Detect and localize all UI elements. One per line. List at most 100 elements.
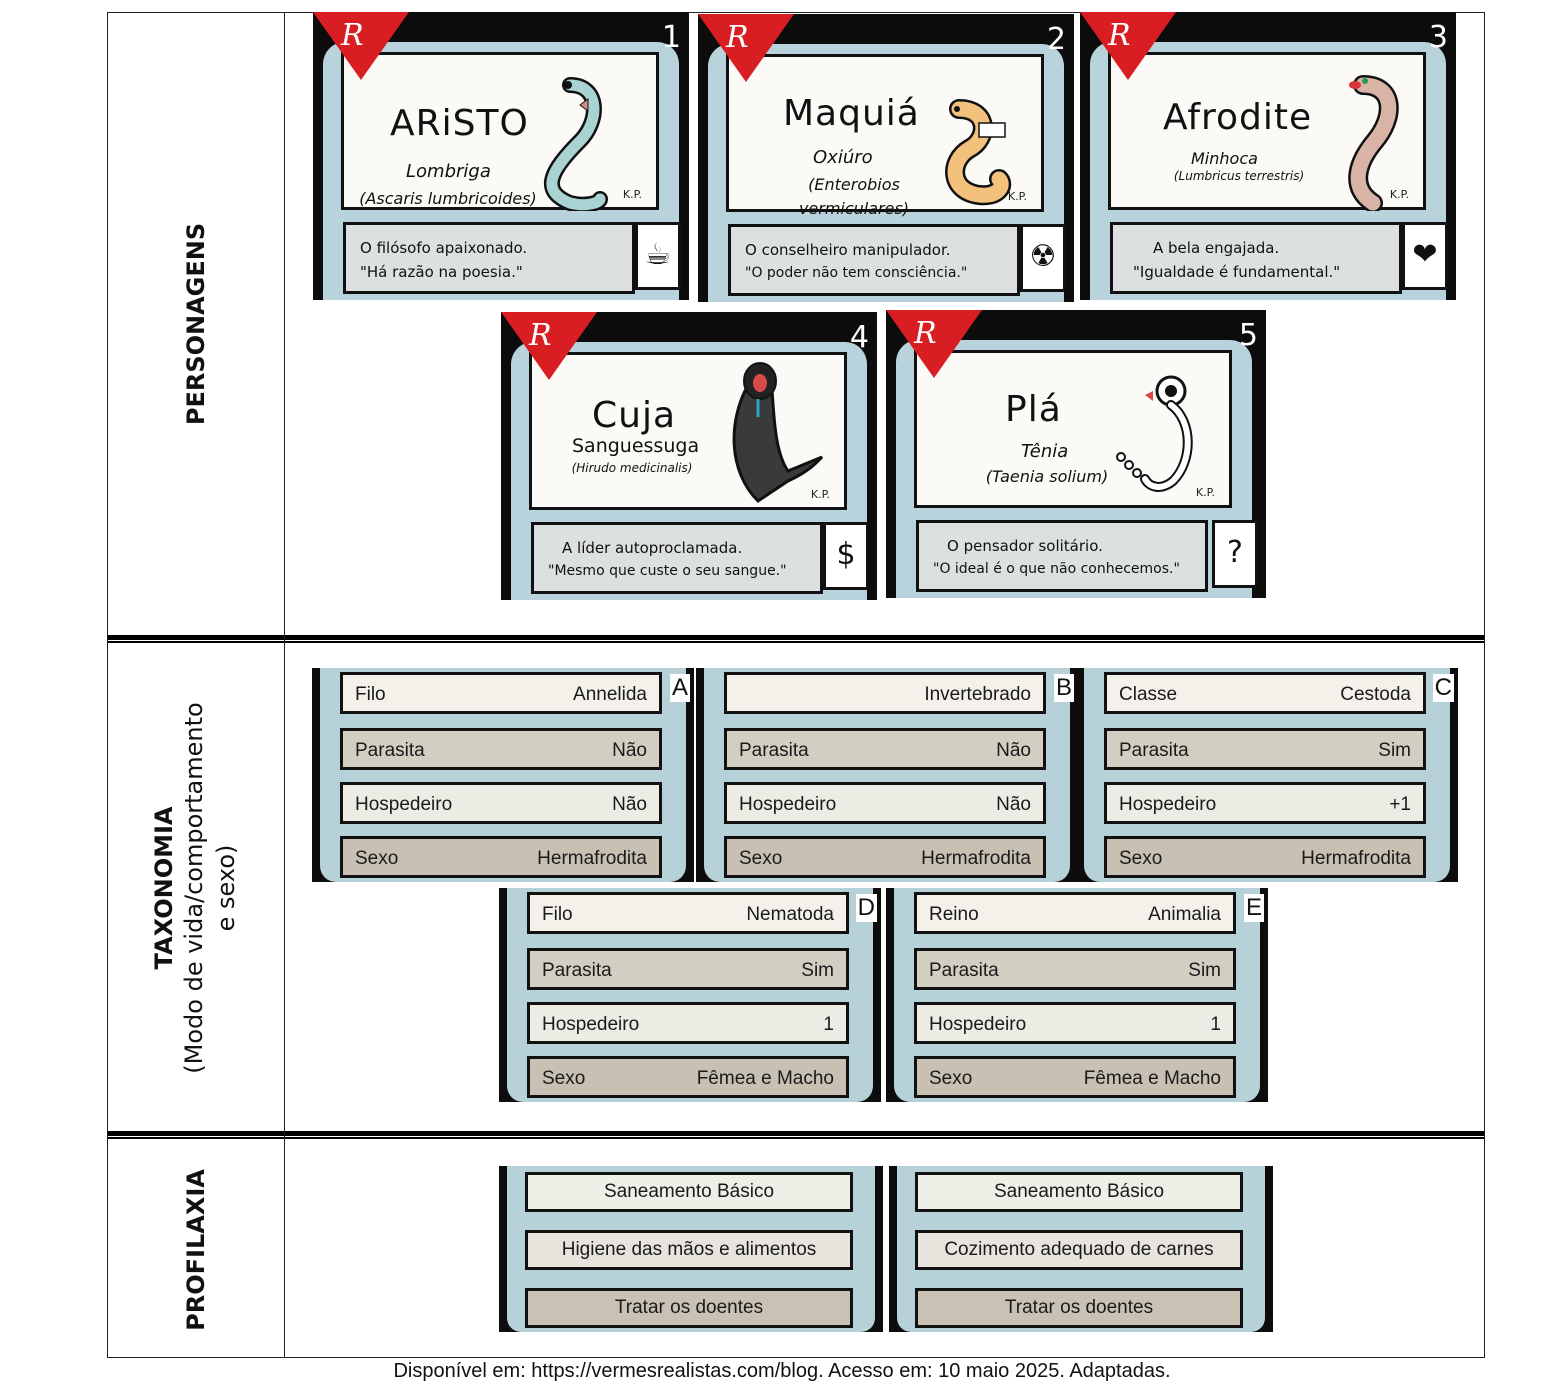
row-label-cell: PROFILAXIA — [108, 1141, 284, 1359]
quote-line-2: "O poder não tem consciência." — [745, 265, 968, 281]
corner-triangle — [501, 312, 597, 380]
quote-line-1: O pensador solitário. — [947, 537, 1103, 555]
attribute-key: Parasita — [739, 740, 809, 761]
initials: K.P. — [1195, 486, 1215, 499]
initials: K.P. — [810, 488, 830, 501]
quote-box: O conselheiro manipulador. "O poder não … — [728, 224, 1020, 296]
money-bag-icon: $ — [823, 522, 869, 590]
attribute-key: Hospedeiro — [1119, 794, 1217, 815]
card-face: Plá Tênia (Taenia solium) K.P. — [914, 350, 1232, 508]
attribute-value: Cestoda — [1340, 684, 1411, 705]
attribute-row: Hospedeiro Não — [724, 782, 1046, 824]
character-card-4: Cuja Sanguessuga (Hirudo medicinalis) K.… — [501, 312, 877, 600]
attribute-key: Hospedeiro — [739, 794, 837, 815]
attribute-value: Hermafrodita — [921, 848, 1031, 869]
card-number: 5 — [1238, 318, 1258, 353]
heart-icon: ❤ — [1402, 222, 1448, 290]
card-number: 3 — [1428, 20, 1448, 55]
quote-line-1: A líder autoproclamada. — [562, 539, 743, 557]
earthworm-illustration — [1348, 75, 1399, 211]
corner-triangle — [313, 12, 409, 80]
character-name: Plá — [1005, 389, 1062, 430]
character-name: ARiSTO — [390, 103, 529, 144]
attribute-value: Invertebrado — [924, 684, 1031, 705]
prophylaxis-item: Cozimento adequado de carnes — [915, 1230, 1243, 1270]
attribute-value: Não — [612, 794, 647, 815]
attribute-value: Não — [996, 740, 1031, 761]
prophylaxis-card-2: Saneamento Básico Cozimento adequado de … — [889, 1166, 1273, 1332]
attribute-key: Filo — [355, 684, 386, 705]
attribute-value: 1 — [1210, 1014, 1221, 1035]
card-letter: A — [669, 674, 690, 702]
character-card-2: Maquiá Oxiúro (Enterobios vermiculares) … — [698, 14, 1074, 302]
question-icon: ? — [1212, 520, 1258, 588]
initials: K.P. — [1007, 190, 1027, 203]
corner-triangle — [1080, 12, 1176, 80]
row-title-taxonomia: TAXONOMIA — [150, 806, 178, 970]
cup-icon: ☕ — [635, 222, 681, 290]
attribute-row: Parasita Não — [724, 728, 1046, 770]
column-divider — [284, 13, 285, 1357]
corner-letter: R — [914, 316, 937, 351]
quote-line-2: "Há razão na poesia." — [360, 263, 523, 281]
attribute-value: Fêmea e Macho — [696, 1068, 834, 1089]
roundworm-illustration — [543, 77, 608, 211]
row-subtitle-line-1: (Modo de vida/comportamento — [180, 702, 208, 1074]
card-letter: E — [1243, 894, 1264, 922]
character-common-name: Minhoca — [1191, 149, 1258, 168]
pinworm-illustration — [945, 99, 1012, 206]
initials: K.P. — [622, 188, 642, 201]
character-common-name: Lombriga — [406, 161, 491, 182]
attribute-key: Sexo — [355, 848, 399, 869]
row-subtitle-line-2: e sexo) — [212, 844, 240, 932]
quote-line-1: O conselheiro manipulador. — [745, 241, 951, 259]
attribute-key: Reino — [929, 904, 979, 925]
table: PERSONAGENS TAXONOMIA (Modo de vida/comp… — [107, 12, 1485, 1358]
attribute-row: Sexo Hermafrodita — [724, 836, 1046, 878]
attribute-value: Sim — [1378, 740, 1411, 761]
quote-box: O filósofo apaixonado. "Há razão na poes… — [343, 222, 635, 294]
attribute-key: Sexo — [542, 1068, 586, 1089]
card-letter: B — [1053, 674, 1074, 702]
card-number: 1 — [661, 20, 681, 55]
attribute-value: Animalia — [1148, 904, 1221, 925]
corner-letter: R — [529, 318, 552, 353]
prophylaxis-item: Saneamento Básico — [915, 1172, 1243, 1212]
attribute-key: Filo — [542, 904, 573, 925]
character-card-1: ARiSTO Lombriga (Ascaris lumbricoides) K… — [313, 12, 689, 300]
character-common-name: Sanguessuga — [572, 435, 700, 457]
attribute-key: Parasita — [929, 960, 999, 981]
character-scientific-name: (Taenia solium) — [985, 467, 1109, 486]
attribute-value: Nematoda — [746, 904, 834, 925]
attribute-key: Hospedeiro — [355, 794, 453, 815]
attribute-row: Sexo Fêmea e Macho — [527, 1056, 849, 1098]
attribute-row: Invertebrado — [724, 672, 1046, 714]
attribute-key: Sexo — [739, 848, 783, 869]
attribute-value: Não — [612, 740, 647, 761]
row-divider — [108, 1131, 1484, 1139]
character-scientific-name: (Lumbricus terrestris) — [1173, 169, 1305, 183]
quote-line-1: O filósofo apaixonado. — [360, 239, 528, 257]
quote-box: O pensador solitário. "O ideal é o que n… — [916, 520, 1208, 592]
attribute-key: Hospedeiro — [542, 1014, 640, 1035]
quote-box: A bela engajada. "Igualdade é fundamenta… — [1110, 222, 1402, 294]
quote-line-2: "Igualdade é fundamental." — [1133, 263, 1341, 281]
card-letter: C — [1432, 674, 1454, 702]
character-card-5: Plá Tênia (Taenia solium) K.P. R 5 O pen… — [886, 310, 1266, 598]
card-letter: D — [855, 894, 877, 922]
attribute-value: Fêmea e Macho — [1083, 1068, 1221, 1089]
quote-box: A líder autoproclamada. "Mesmo que custe… — [531, 522, 823, 594]
attribute-value: Não — [996, 794, 1031, 815]
